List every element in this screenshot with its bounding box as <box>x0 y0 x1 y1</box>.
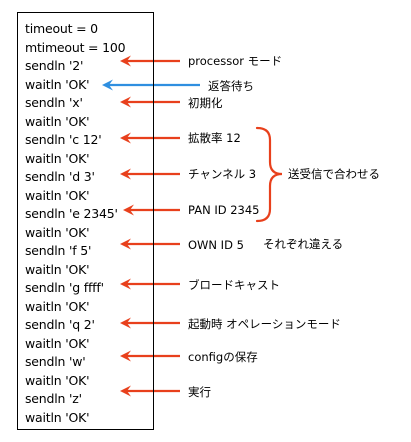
script-line: waitln 'OK' <box>25 261 90 277</box>
script-line: waitln 'OK' <box>25 409 90 425</box>
script-line: waitln 'OK' <box>25 113 90 129</box>
script-line: sendln 'f 5' <box>25 243 92 258</box>
annotation-channel: チャンネル 3 <box>188 167 257 181</box>
script-line: timeout = 0 <box>25 21 98 36</box>
script-line: sendln '2' <box>25 58 84 73</box>
script-line: waitln 'OK' <box>25 150 90 166</box>
script-line: sendln 'x' <box>25 95 83 110</box>
annotation-pan-id: PAN ID 2345 <box>188 203 260 217</box>
script-line: waitln 'OK' <box>25 76 90 92</box>
script-line: sendln 'q 2' <box>25 317 95 332</box>
grouping-brace <box>255 126 283 223</box>
script-line: sendln 'w' <box>25 354 86 369</box>
annotation-response-wait: 返答待ち <box>208 79 254 93</box>
annotation-each-differ: それぞれ違える <box>263 237 344 251</box>
script-line: mtimeout = 100 <box>25 39 126 55</box>
annotation-init: 初期化 <box>188 96 223 110</box>
annotation-broadcast: ブロードキャスト <box>188 278 280 292</box>
script-line: sendln 'd 3' <box>25 169 95 184</box>
annotation-spread-rate: 拡散率 12 <box>188 131 241 145</box>
script-box <box>17 12 154 430</box>
script-line: sendln 'e 2345' <box>25 206 118 221</box>
script-line: waitln 'OK' <box>25 224 90 240</box>
script-line: sendln 'c 12' <box>25 132 102 147</box>
script-line: waitln 'OK' <box>25 335 90 351</box>
script-line: waitln 'OK' <box>25 187 90 203</box>
arrow-response-wait <box>102 79 200 91</box>
script-line: waitln 'OK' <box>25 298 90 314</box>
annotation-processor-mode: processor モード <box>188 54 283 68</box>
annotation-execute: 実行 <box>188 385 211 399</box>
script-line: waitln 'OK' <box>25 372 90 388</box>
annotation-tx-rx-match: 送受信で合わせる <box>288 167 380 181</box>
annotation-startup-mode: 起動時 オペレーションモード <box>188 317 341 331</box>
annotation-own-id: OWN ID 5 <box>188 238 244 252</box>
annotation-config-save: configの保存 <box>188 350 258 364</box>
script-line: sendln 'g ffff' <box>25 280 104 295</box>
script-line: sendln 'z' <box>25 391 82 406</box>
arrow-pan-id <box>123 204 180 216</box>
